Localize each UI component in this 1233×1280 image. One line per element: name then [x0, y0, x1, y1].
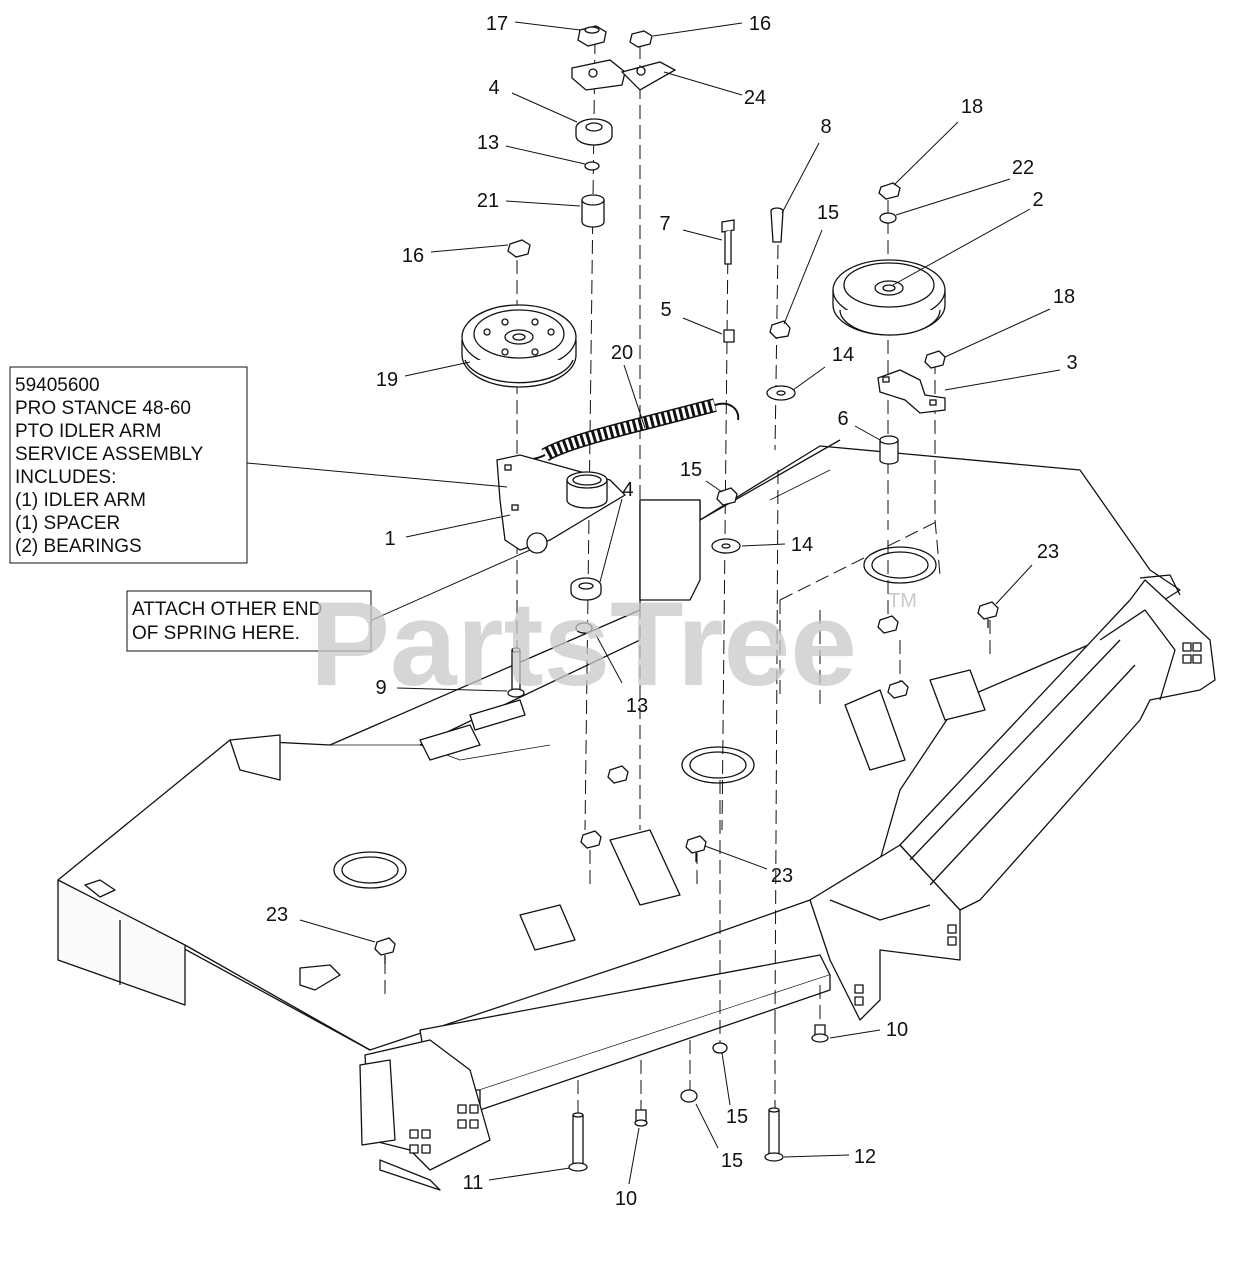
service-assembly-box: 59405600 PRO STANCE 48-60 PTO IDLER ARM …: [9, 366, 248, 564]
service-box-line-8: (2) BEARINGS: [15, 536, 142, 557]
callout-1: 1: [384, 528, 395, 550]
part-10-bolt-bottom: [634, 1109, 648, 1127]
part-13-washer-lower: [575, 622, 593, 634]
spring-note-line-2: OF SPRING HERE.: [132, 623, 300, 644]
callout-18-mid: 18: [1053, 286, 1075, 308]
hardware-parts: [374, 25, 999, 1172]
part-1-idler-arm: [496, 454, 627, 554]
part-12-pin: [764, 1107, 784, 1162]
service-box-line-6: (1) IDLER ARM: [15, 490, 146, 511]
callout-24: 24: [744, 87, 766, 109]
part-16-nut-top: [629, 30, 653, 48]
part-15-nut-upper: [769, 320, 791, 339]
service-box-line-5: INCLUDES:: [15, 467, 116, 488]
callout-15-front-b: 15: [721, 1150, 743, 1172]
service-box-line-2: PRO STANCE 48-60: [15, 398, 191, 419]
callout-15-mid: 15: [680, 459, 702, 481]
part-19-pulley: [461, 304, 577, 388]
watermark-text: PartsTree: [310, 577, 857, 711]
part-15-washer-front-a: [712, 1042, 728, 1054]
part-15-nut-lower: [716, 487, 738, 506]
callout-18-top: 18: [961, 96, 983, 118]
part-7-bolt: [721, 219, 735, 265]
callout-13-top: 13: [477, 132, 499, 154]
part-13-washer-top: [584, 161, 600, 171]
callout-10-bottom: 10: [615, 1188, 637, 1210]
leader-lines: [246, 21, 1061, 1185]
part-18-nut-mid: [924, 350, 946, 369]
callout-14-lower: 14: [791, 534, 813, 556]
part-17-locknut: [577, 25, 607, 47]
callout-11: 11: [463, 1172, 484, 1194]
part-22-washer: [879, 212, 897, 224]
callout-numbers: 17 16 24 4 13 21 16 19 7 5 20 8 15 18 22…: [266, 13, 1078, 1210]
callout-12: 12: [854, 1146, 876, 1168]
callout-16-left: 16: [402, 245, 424, 267]
part-4-bearing-lower: [570, 577, 602, 601]
callout-15-upper: 15: [817, 202, 839, 224]
callout-6: 6: [837, 408, 848, 430]
part-23-bolt-left: [374, 937, 396, 964]
part-24-bracket: [571, 59, 677, 91]
callout-14-upper: 14: [832, 344, 854, 366]
callout-10-right: 10: [886, 1019, 908, 1041]
callout-8: 8: [820, 116, 831, 138]
part-2-pulley: [832, 259, 946, 336]
callout-2: 2: [1032, 189, 1043, 211]
callout-21: 21: [477, 190, 499, 212]
callout-7: 7: [659, 213, 670, 235]
part-10-bolt-right: [811, 1024, 829, 1043]
callout-5: 5: [660, 299, 671, 321]
part-23-bolt-right: [977, 601, 999, 628]
assembly-centerlines: [384, 39, 991, 1150]
part-21-spacer: [581, 194, 605, 228]
callout-4-lower: 4: [622, 479, 633, 501]
part-15-washer-front-b: [680, 1089, 698, 1103]
part-14-washer-lower: [711, 538, 741, 554]
service-box-line-4: SERVICE ASSEMBLY: [15, 444, 204, 465]
callout-3: 3: [1066, 352, 1077, 374]
partstree-watermark: PartsTree TM: [310, 577, 917, 711]
spring-note-box: ATTACH OTHER END OF SPRING HERE.: [126, 590, 372, 652]
callout-9: 9: [375, 677, 386, 699]
service-box-line-1: 59405600: [15, 375, 100, 396]
callout-19: 19: [376, 369, 398, 391]
callout-13-lower: 13: [626, 695, 648, 717]
callout-22: 22: [1012, 157, 1034, 179]
part-18-nut-top: [878, 182, 901, 200]
watermark-tm: TM: [888, 590, 917, 612]
spring-note-line-1: ATTACH OTHER END: [132, 599, 322, 620]
part-5-spacer: [723, 329, 735, 343]
service-box-line-7: (1) SPACER: [15, 513, 120, 534]
callout-17: 17: [486, 13, 508, 35]
part-8-pin: [770, 207, 784, 243]
part-16-nut-left: [507, 239, 531, 258]
callout-23-right: 23: [1037, 541, 1059, 563]
callout-20: 20: [611, 342, 633, 364]
callout-4-top: 4: [488, 77, 499, 99]
mower-deck: [57, 439, 1216, 1191]
part-14-washer-upper: [766, 385, 796, 401]
part-4-bearing-top: [575, 118, 613, 146]
part-20-spring: [517, 398, 740, 462]
part-23-bolt-mid: [685, 835, 707, 862]
callout-23-mid: 23: [771, 865, 793, 887]
part-6-spacer: [879, 435, 899, 465]
callout-23-left: 23: [266, 904, 288, 926]
callout-15-front-a: 15: [726, 1106, 748, 1128]
service-box-line-3: PTO IDLER ARM: [15, 421, 161, 442]
callout-16-top: 16: [749, 13, 771, 35]
part-3-bracket: [877, 369, 946, 414]
part-9-stud: [507, 647, 525, 698]
part-11-pin: [568, 1112, 588, 1172]
